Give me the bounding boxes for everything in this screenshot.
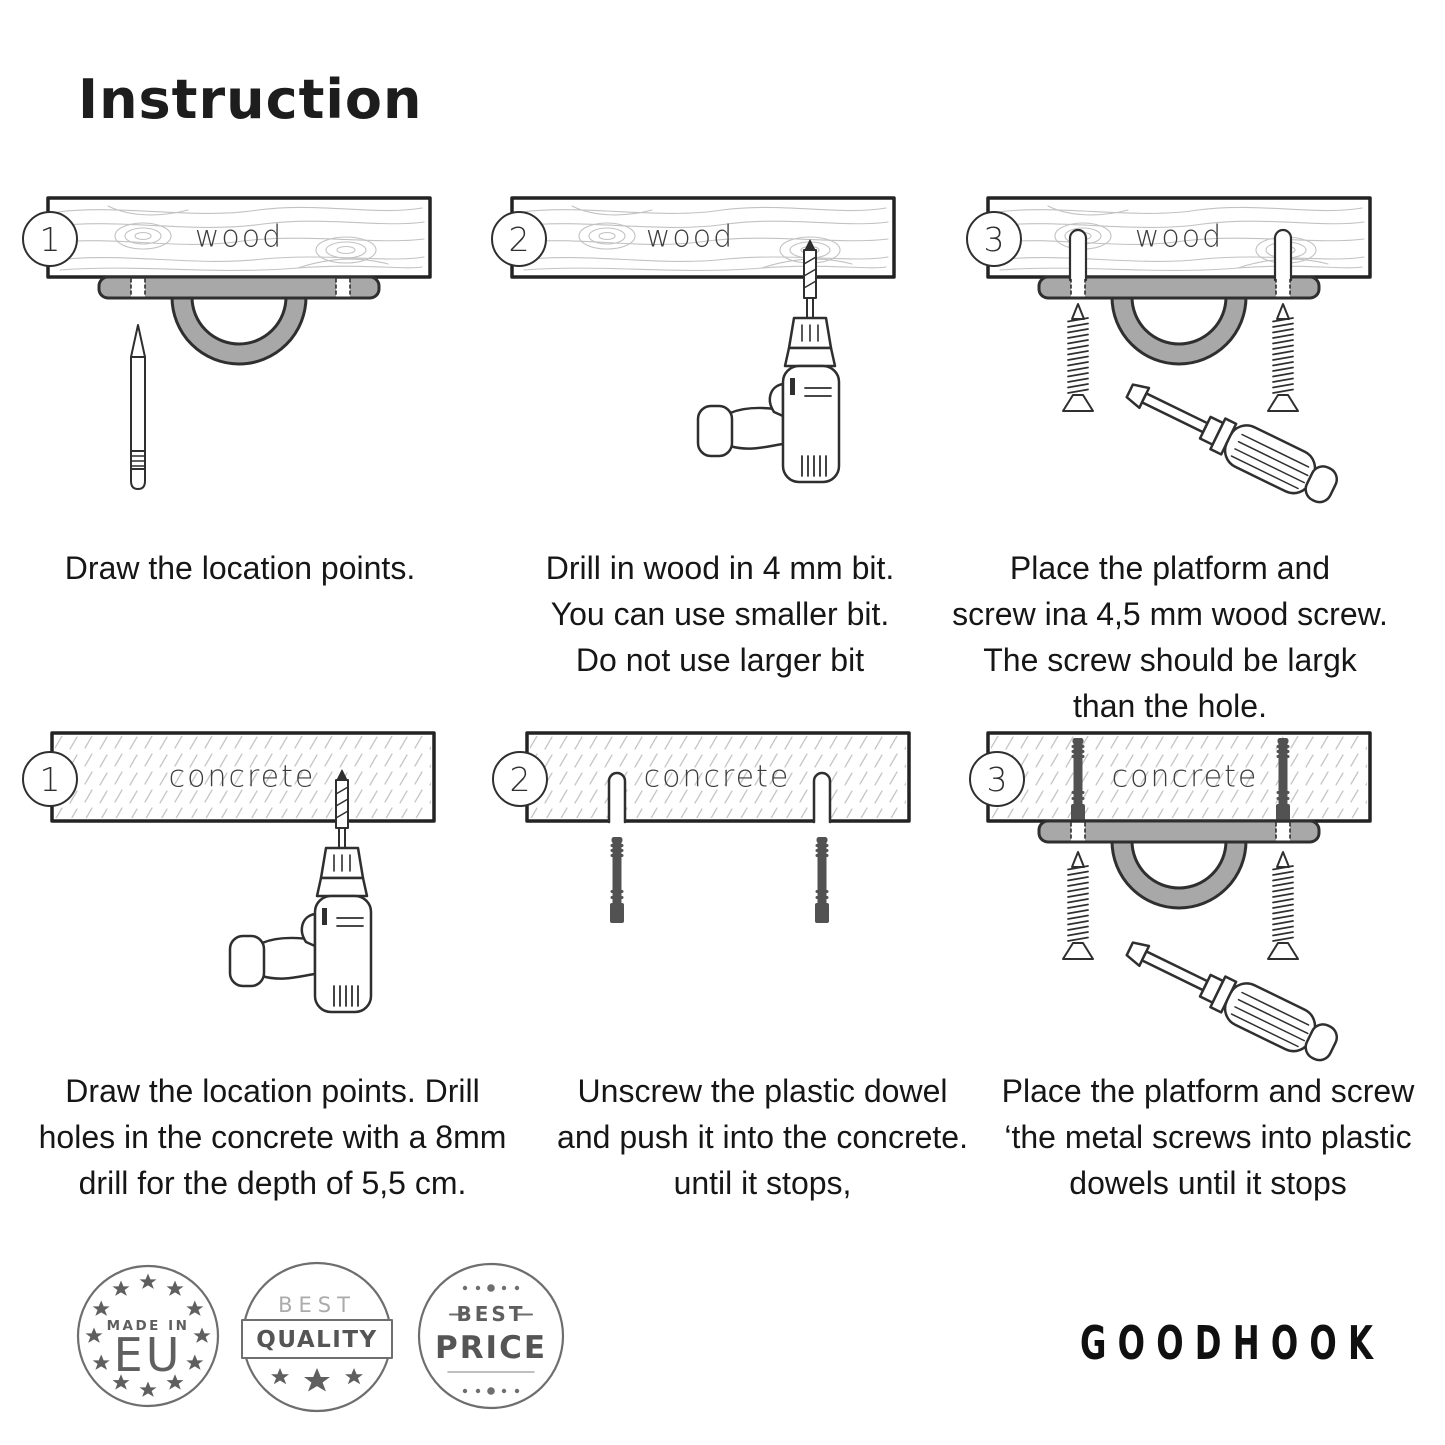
certification-badges: MADE IN EU BEST QUALITY BEST PRICE (76, 1261, 565, 1413)
page-title: Instruction (78, 68, 423, 131)
quality-banner (241, 1319, 393, 1359)
best-label: BEST (457, 1302, 526, 1326)
step-number-badge: 3 (966, 211, 1022, 267)
screw-icon (1062, 303, 1094, 412)
step-caption: Place the platform and screw ina 4,5 mm … (952, 550, 1388, 724)
step-caption: Unscrew the plastic dowel and push it in… (557, 1073, 968, 1201)
step-caption: Draw the location points. Drill holes in… (38, 1073, 507, 1201)
material-label: concrete (168, 759, 316, 795)
step-caption: Drill in wood in 4 mm bit. You can use s… (545, 550, 895, 678)
best-price-badge: BEST PRICE (417, 1262, 565, 1410)
screw-icon (1062, 851, 1094, 960)
drill-notches (607, 771, 832, 824)
eu-label: EU (114, 1328, 183, 1382)
step-caption: Place the platform and screw ‘the metal … (1001, 1073, 1415, 1201)
step-number-badge: 2 (491, 211, 547, 267)
quality-label: QUALITY (256, 1327, 377, 1353)
step-number-badge: 3 (969, 751, 1025, 807)
material-label: wood (1134, 219, 1224, 255)
step-caption: Draw the location points. (64, 550, 416, 586)
pencil-icon (130, 324, 146, 490)
brand-logo: GOODHOOK (1080, 1316, 1385, 1370)
concrete-step-2-diagram (525, 731, 911, 923)
price-dots-bottom (462, 1387, 520, 1395)
screw-icon (1267, 303, 1299, 412)
best-label: BEST (278, 1293, 356, 1317)
dowel-icon (610, 837, 624, 923)
price-label: PRICE (435, 1330, 547, 1366)
material-label: wood (645, 219, 735, 255)
step-number: 2 (509, 759, 531, 799)
dowel-icon (815, 837, 829, 923)
pilot-holes (1068, 228, 1293, 282)
step-number-badge: 1 (22, 751, 78, 807)
step-number: 3 (986, 759, 1008, 799)
step-number: 2 (508, 219, 530, 259)
screwdriver-icon (1118, 369, 1344, 511)
wood-step-3-diagram (986, 196, 1372, 511)
step-number-badge: 1 (22, 211, 78, 267)
material-label: concrete (643, 759, 791, 795)
price-dots-top (462, 1284, 520, 1292)
made-in-label: MADE IN (107, 1318, 190, 1334)
best-quality-badge: BEST QUALITY (241, 1261, 393, 1413)
screwdriver-icon (1118, 927, 1344, 1069)
made-in-eu-badge: MADE IN EU (76, 1264, 220, 1408)
step-number: 1 (39, 759, 61, 799)
step-number: 3 (983, 219, 1005, 259)
material-label: concrete (1111, 759, 1259, 795)
step-number: 1 (39, 219, 61, 259)
material-label: wood (194, 219, 284, 255)
screw-icon (1267, 851, 1299, 960)
step-number-badge: 2 (492, 751, 548, 807)
